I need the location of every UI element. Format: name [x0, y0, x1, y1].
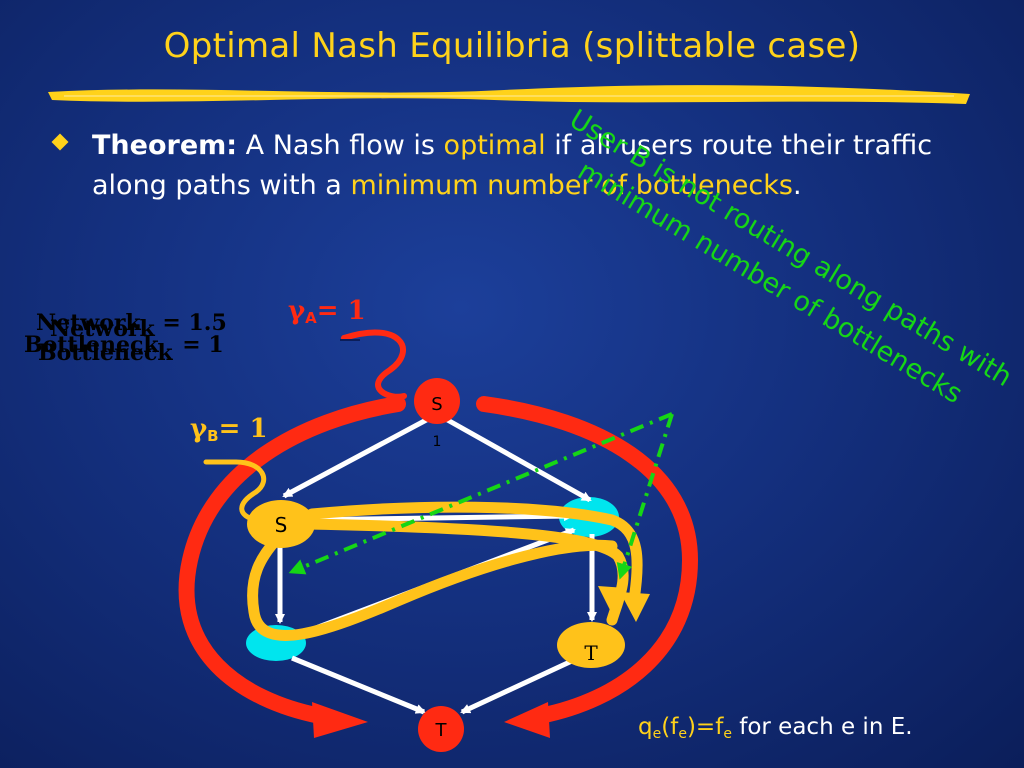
gamma-a-symbol: γ [288, 296, 306, 326]
theorem-optimal: optimal [443, 130, 546, 161]
footer-f-sub: e [678, 726, 687, 742]
red-arrowhead-right [504, 702, 550, 738]
network-bottleneck-overlay-a: Network [50, 318, 155, 340]
gamma-b-symbol: γ [190, 414, 208, 444]
node-s-label: S [275, 513, 288, 537]
bottleneck-word-overlay: Bottleneck [38, 340, 173, 366]
theorem-lead: Theorem: [92, 130, 238, 161]
network-bottleneck-label-b: Bottleneck = 1 [24, 334, 224, 356]
theorem-part2: if all users route their traffic along p… [92, 130, 933, 201]
gamma-b-sub: B [207, 427, 219, 445]
node-s1-label: S [431, 394, 442, 415]
footer-f2: f [715, 714, 724, 740]
theorem-text: Theorem: A Nash flow is optimal if all u… [92, 126, 972, 206]
edge-d-t1 [460, 657, 576, 715]
node-s [247, 500, 315, 548]
theorem-part1: A Nash flow is [237, 130, 444, 161]
user-b-input [203, 459, 267, 523]
network-bottleneck-label-a: Network = 1.5 [36, 312, 227, 334]
network-bottleneck-overlay-b: Bottleneck [38, 342, 173, 364]
bottleneck-word: Bottleneck [24, 332, 159, 358]
footer-f: f [670, 714, 679, 740]
node-t [557, 622, 625, 668]
edge-s1-a [282, 415, 432, 499]
user-a-flow-right [476, 396, 699, 724]
red-arrowhead-left [312, 702, 368, 738]
node-t1 [418, 706, 464, 752]
gamma-b-label: γB= 1 [190, 414, 268, 445]
network-word: Network [36, 310, 141, 336]
node-t-label: T [584, 641, 598, 665]
bottleneck-value: = 1 [182, 332, 224, 358]
gamma-a-value: = 1 [316, 296, 366, 326]
yellow-arrowhead-1 [620, 592, 650, 622]
footer-paren: ( [661, 714, 671, 740]
gamma-a-label: γA= 1 [288, 296, 366, 327]
yellow-arrowhead-2 [598, 586, 626, 614]
slide-title: Optimal Nash Equilibria (splittable case… [163, 26, 861, 66]
network-value: = 1.5 [162, 310, 227, 336]
gamma-a-sub: A [305, 309, 317, 327]
footer-rest: for each e in E. [731, 714, 913, 740]
footer-f2-sub: e [723, 726, 732, 742]
title-underline [48, 85, 970, 104]
node-s1 [414, 378, 460, 424]
node-s1-sub: 1 [433, 434, 442, 450]
node-t1-label: T [435, 720, 448, 741]
footer-formula: qe(fe)=fe for each e in E. [638, 714, 913, 742]
network-word-overlay: Network [50, 316, 155, 342]
theorem-part3: . [792, 170, 802, 201]
footer-eq: )= [686, 714, 716, 740]
footer-q-sub: e [652, 726, 662, 742]
theorem-minimum: minimum number of bottlenecks [350, 170, 793, 201]
gamma-b-value: = 1 [218, 414, 268, 444]
user-a-input [341, 329, 407, 400]
edge-s1-b [442, 415, 592, 503]
green-pointer-left [288, 412, 673, 575]
user-a-flow-left [178, 396, 406, 724]
edge-c-t1 [291, 655, 426, 715]
footer-q: q [638, 714, 653, 740]
